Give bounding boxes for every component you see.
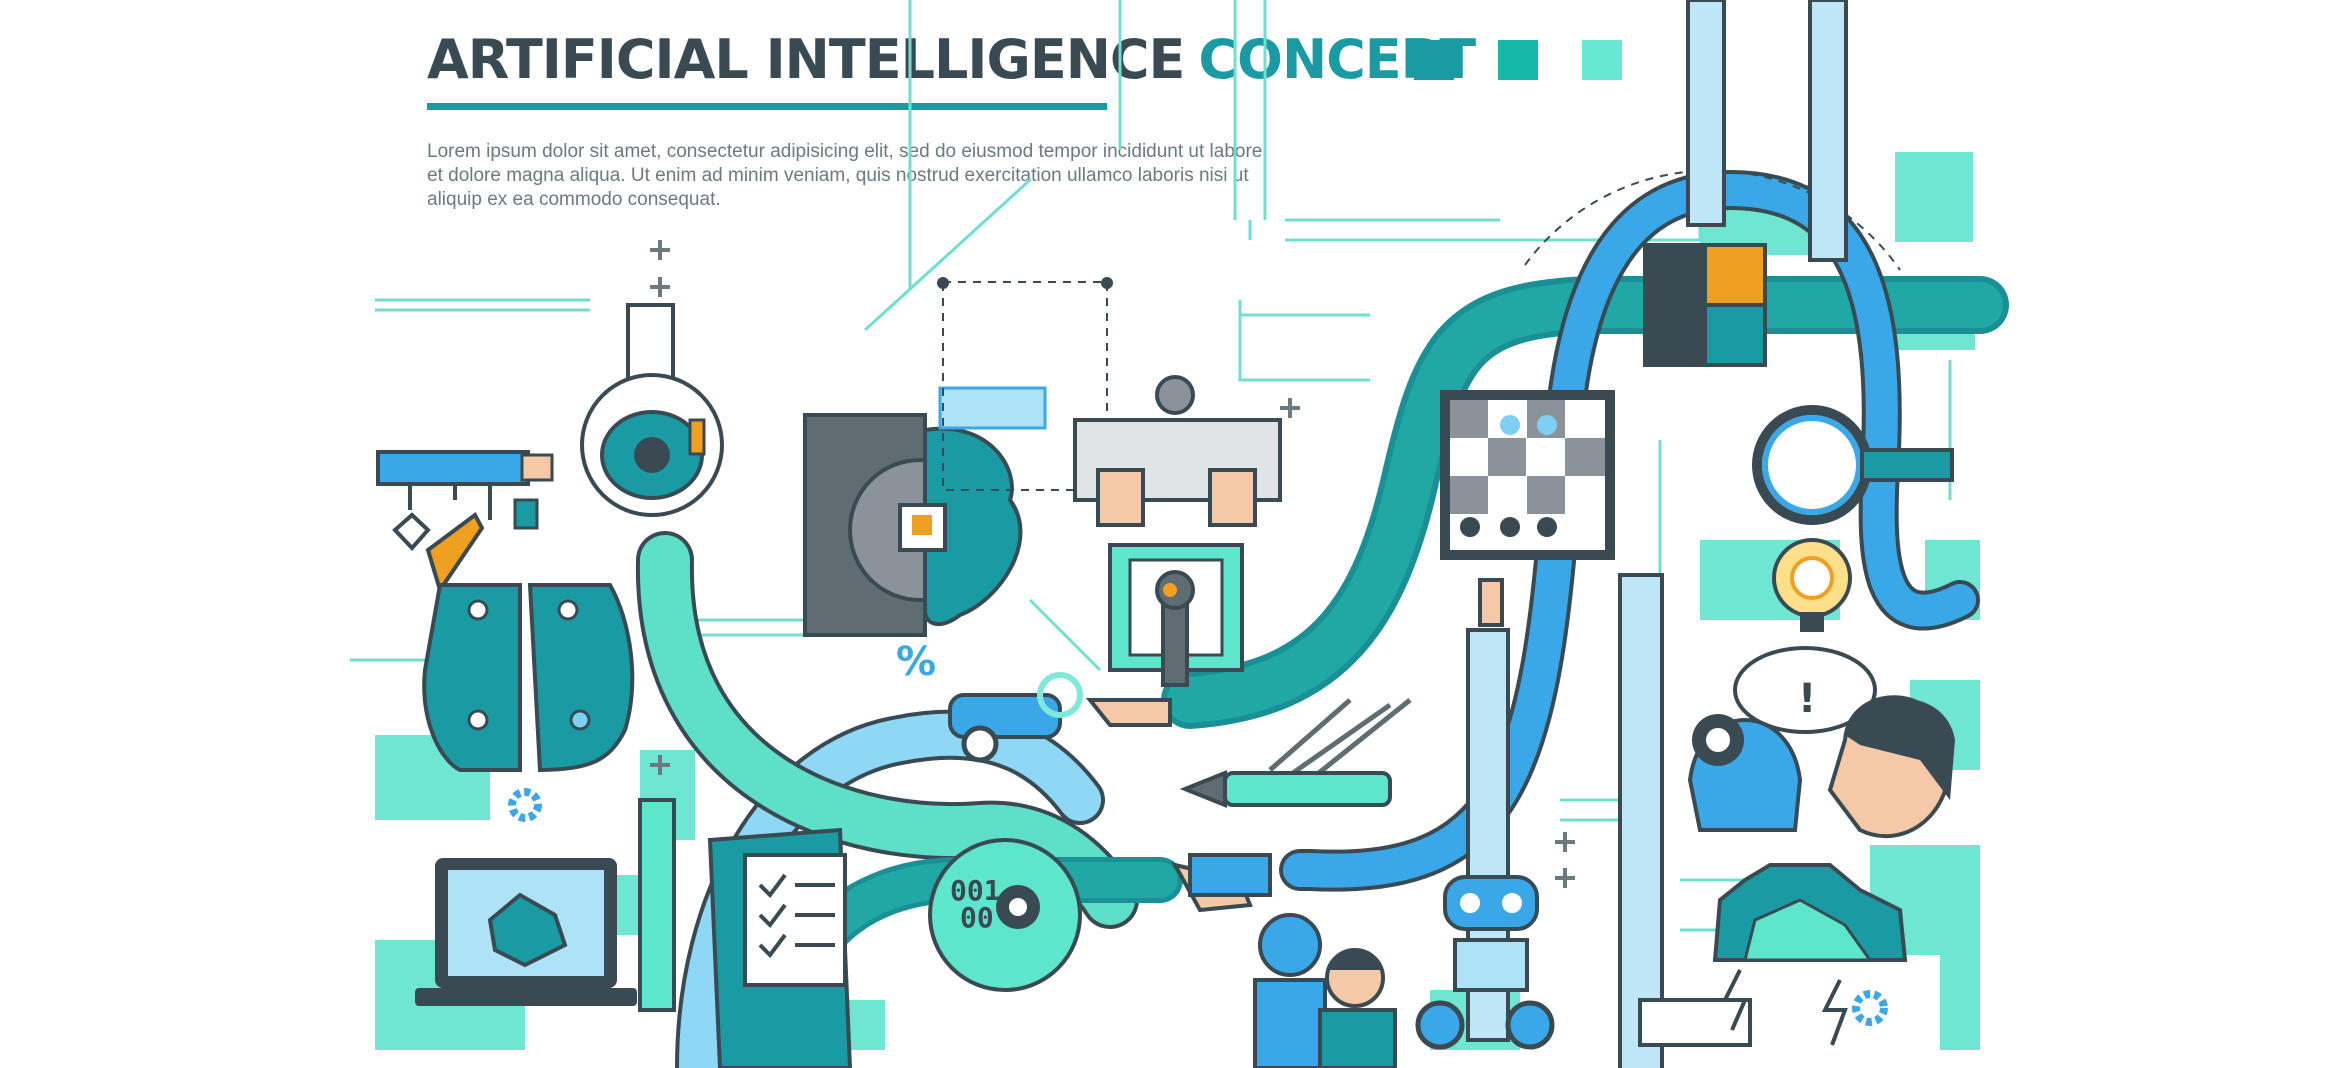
- puzzle-icon: [1643, 243, 1767, 367]
- doctor-icon: [1253, 913, 1397, 1068]
- brain-cloud-icon: [1712, 863, 1908, 1046]
- binary-label-1: 001: [950, 874, 1001, 907]
- laptop-icon: [415, 858, 637, 1006]
- title-part-1: ARTIFICIAL INTELLIGENCE: [427, 28, 1185, 91]
- title-underline: [427, 103, 1107, 110]
- binary-label-2: 00: [960, 901, 994, 934]
- test-tube-icon: [1686, 0, 1848, 262]
- robot-arm-icon: [376, 450, 554, 595]
- gear-icon: [508, 583, 1177, 822]
- ruler-icon: [638, 798, 676, 1012]
- gear-icon: [1852, 990, 1888, 1026]
- lightbulb-icon: [1772, 538, 1852, 632]
- robot-icon: [1415, 875, 1555, 1050]
- color-swatch-2: [1498, 40, 1538, 80]
- alert-label: !: [1798, 676, 1816, 722]
- brain-icon: [422, 583, 635, 773]
- chessboard-icon: [1440, 390, 1615, 560]
- magnifier-icon: [1752, 405, 1954, 525]
- brain-machine-icon: %: [803, 277, 1113, 685]
- robot-face-icon: 001 00: [928, 838, 1082, 992]
- human-head-icon: [1827, 695, 1955, 839]
- plus-marks: [650, 240, 1575, 888]
- color-swatch-3: [1582, 40, 1622, 80]
- robot-head-icon: [1687, 714, 1803, 832]
- percent-label: %: [896, 639, 936, 685]
- intro-text: Lorem ipsum dolor sit amet, consectetur …: [427, 141, 1263, 210]
- flask-icon: [580, 303, 724, 517]
- pencil-icon: [1179, 770, 1392, 808]
- clipboard-icon: [707, 827, 853, 1068]
- handshake-icon: [948, 672, 1272, 897]
- growth-arrows-icon: [1268, 698, 1412, 782]
- color-swatch-1: [1414, 40, 1454, 80]
- cloud-icon: !: [1733, 646, 1877, 734]
